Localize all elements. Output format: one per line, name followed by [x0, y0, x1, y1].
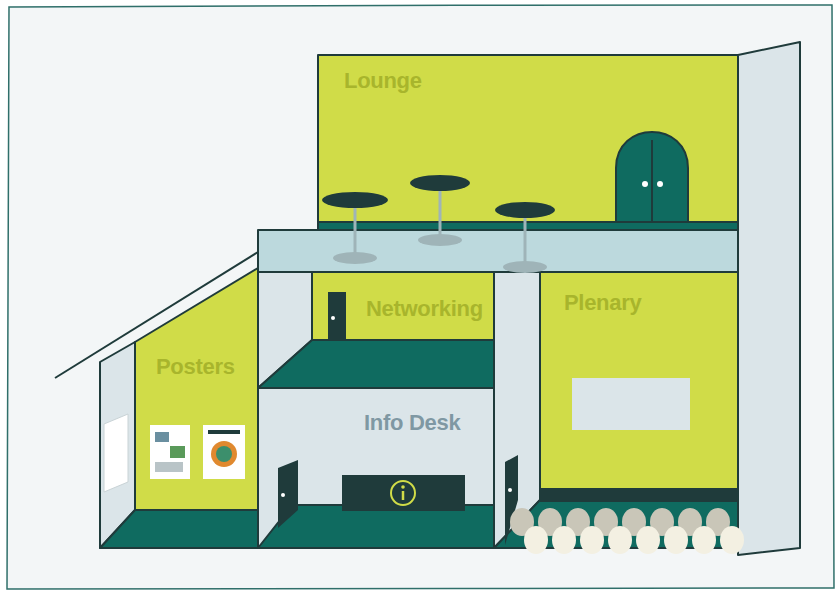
door-knob: [642, 181, 648, 187]
plenary-wall: [540, 272, 738, 500]
audience-seat: [552, 526, 576, 554]
posters-label: Posters: [156, 354, 235, 379]
door-knob: [281, 493, 285, 497]
poster: [150, 425, 190, 479]
room-region: Plenary: [560, 288, 646, 318]
audience-seat: [608, 526, 632, 554]
posters-floor: [100, 510, 258, 548]
table-stem: [524, 210, 527, 265]
table-top: [322, 192, 388, 208]
door-knob: [508, 488, 512, 492]
info-desk-label: Info Desk: [364, 410, 461, 435]
audience-seat: [664, 526, 688, 554]
audience-seat: [720, 526, 744, 554]
info-door: [278, 460, 298, 528]
networking-door: [328, 292, 346, 340]
door-split: [651, 140, 653, 222]
networking-label: Networking: [366, 296, 483, 321]
audience-seats: [510, 508, 744, 554]
info-icon-dot: [401, 485, 405, 489]
audience-seat: [524, 526, 548, 554]
door-knob: [331, 316, 335, 320]
lounge-label: Lounge: [344, 68, 422, 93]
table-top: [410, 175, 470, 191]
stage-edge: [540, 488, 738, 502]
room-region: Lounge: [340, 66, 426, 96]
poster-heading-bar: [208, 430, 240, 434]
right-side-wall: [738, 42, 800, 555]
info-desk-wall: [258, 388, 494, 548]
lounge-tables: [322, 175, 555, 273]
side-poster: [104, 414, 128, 492]
lounge-wall: [318, 55, 738, 230]
posters-wall: [135, 268, 258, 510]
lounge-floor-edge: [318, 222, 738, 230]
networking-floor: [258, 340, 494, 388]
table-top: [495, 202, 555, 218]
poster-picture: [155, 462, 183, 472]
sketch-frame: [7, 5, 834, 589]
poster: [203, 425, 245, 479]
room-region: Networking: [362, 294, 487, 324]
glass-floor: [258, 230, 738, 272]
info-icon-stem: [402, 491, 405, 500]
audience-seat: [580, 526, 604, 554]
plenary-label: Plenary: [564, 290, 642, 315]
projection-screen: [572, 378, 690, 430]
networking-wall: [312, 272, 494, 340]
room-region: Posters: [152, 352, 239, 382]
audience-seat: [636, 526, 660, 554]
poster-flower: [211, 441, 237, 467]
info-icon-ring: [391, 481, 415, 505]
poster-picture: [155, 432, 169, 442]
audience-seat: [692, 526, 716, 554]
room-region: Info Desk: [360, 408, 465, 438]
info-desk: [342, 475, 465, 511]
door-knob: [657, 181, 663, 187]
poster-flower-centre: [216, 446, 232, 462]
table-stem: [439, 183, 442, 238]
poster-picture: [170, 446, 185, 458]
table-stem: [354, 200, 357, 256]
lounge-door: [616, 132, 688, 222]
